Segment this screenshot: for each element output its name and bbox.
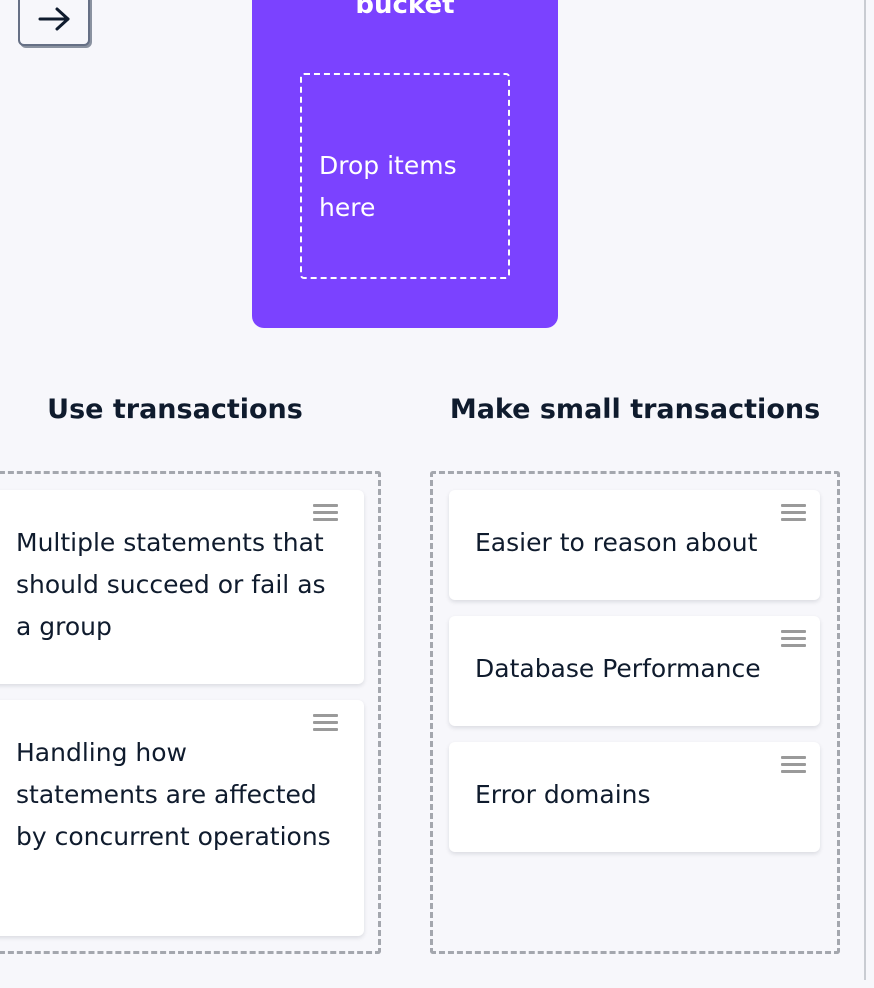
- draggable-card[interactable]: Easier to reason about: [449, 490, 820, 600]
- card-text: Handling how statements are affected by …: [16, 738, 331, 851]
- next-button[interactable]: [18, 0, 90, 46]
- bucket-drop-zone[interactable]: Drop items here: [300, 73, 510, 279]
- column-title-use-transactions: Use transactions: [47, 394, 303, 425]
- drop-zone-label: Drop items here: [319, 151, 457, 222]
- drag-handle-icon[interactable]: [781, 630, 806, 648]
- draggable-card[interactable]: Multiple statements that should succeed …: [0, 490, 364, 684]
- column-drop-zone-use-transactions[interactable]: Multiple statements that should succeed …: [0, 471, 381, 954]
- drag-handle-icon[interactable]: [781, 756, 806, 774]
- card-text: Easier to reason about: [475, 528, 758, 557]
- draggable-card[interactable]: Database Performance: [449, 616, 820, 726]
- column-title-make-small-transactions: Make small transactions: [449, 394, 821, 425]
- card-text: Error domains: [475, 780, 651, 809]
- column-drop-zone-make-small-transactions[interactable]: Easier to reason about Database Performa…: [430, 471, 840, 954]
- card-text: Database Performance: [475, 654, 761, 683]
- draggable-card[interactable]: Error domains: [449, 742, 820, 852]
- scrollbar[interactable]: [864, 0, 866, 980]
- card-text: Multiple statements that should succeed …: [16, 528, 326, 641]
- drag-handle-icon[interactable]: [313, 714, 338, 732]
- bucket-title: bucket: [355, 0, 455, 20]
- drag-handle-icon[interactable]: [781, 504, 806, 522]
- draggable-card[interactable]: Handling how statements are affected by …: [0, 700, 364, 936]
- drag-handle-icon[interactable]: [313, 504, 338, 522]
- arrow-right-icon: [38, 7, 70, 31]
- bucket: bucket Drop items here: [252, 0, 558, 328]
